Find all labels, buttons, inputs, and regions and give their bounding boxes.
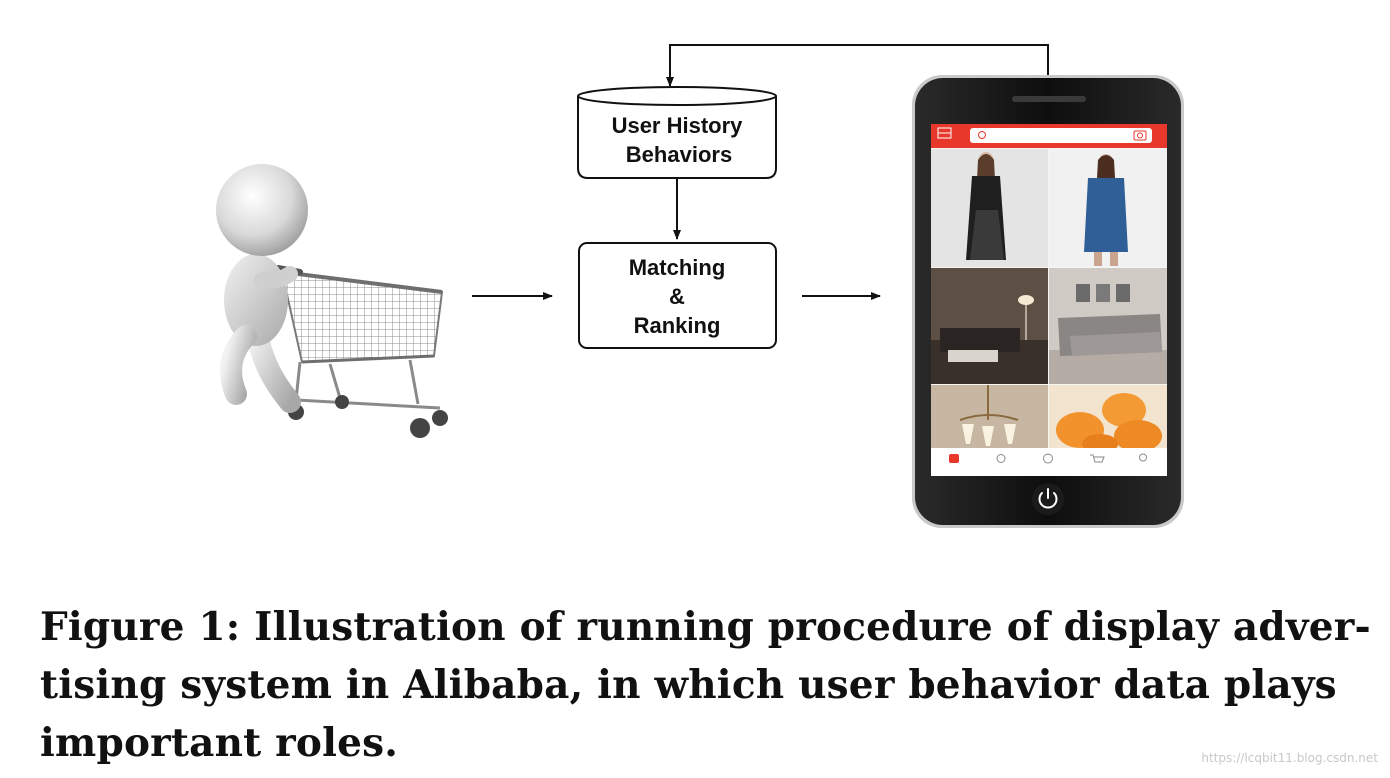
- product-grid: [931, 149, 1167, 454]
- product-tile[interactable]: [931, 385, 1048, 448]
- feedback-arrow: [666, 44, 1049, 87]
- history-label-line-2: Behaviors: [626, 142, 732, 167]
- tab-home[interactable]: [949, 454, 959, 463]
- diagram: User History Behaviors Matching & Rankin…: [216, 44, 1184, 528]
- app-search-input[interactable]: [970, 128, 1152, 143]
- caption-line-1: Figure 1: Illustration of running proced…: [40, 604, 1371, 650]
- broadcast-icon: [996, 454, 1006, 463]
- product-tile[interactable]: [1049, 268, 1167, 384]
- power-button-icon[interactable]: [1032, 483, 1064, 515]
- product-tile[interactable]: [931, 149, 1048, 267]
- user-history-behaviors-node: User History Behaviors: [577, 86, 777, 179]
- history-label-line-1: User History: [612, 113, 744, 138]
- tab-cart[interactable]: [1090, 454, 1105, 463]
- figure-caption: Figure 1: Illustration of running proced…: [40, 598, 1371, 772]
- scan-icon: [937, 127, 952, 139]
- product-tile[interactable]: [931, 268, 1048, 384]
- product-tile[interactable]: [1049, 385, 1167, 454]
- tab-questions[interactable]: [1043, 453, 1053, 464]
- watermark: https://lcqbit11.blog.csdn.net: [1201, 751, 1378, 765]
- caption-line-2: tising system in Alibaba, in which user …: [40, 662, 1337, 708]
- caption-line-3: important roles.: [40, 720, 399, 766]
- search-icon: [978, 131, 986, 139]
- profile-icon: [1139, 453, 1147, 462]
- speaker-grille: [1012, 96, 1086, 102]
- product-tile[interactable]: [1049, 149, 1167, 267]
- shopper-with-cart-illustration: [216, 164, 448, 438]
- matching-ranking-node: Matching & Ranking: [578, 242, 777, 349]
- app-tab-bar: [931, 448, 1167, 476]
- camera-icon: [1133, 130, 1147, 141]
- home-icon: [949, 454, 959, 463]
- smartphone-illustration: [912, 75, 1184, 528]
- matching-label-line-1: Matching: [629, 255, 726, 280]
- question-icon: [1043, 453, 1053, 464]
- cart-icon: [1090, 454, 1105, 463]
- tab-profile[interactable]: [1139, 453, 1147, 462]
- matching-label-line-2: &: [669, 284, 685, 309]
- tab-live[interactable]: [996, 454, 1006, 463]
- matching-label-line-3: Ranking: [634, 313, 721, 338]
